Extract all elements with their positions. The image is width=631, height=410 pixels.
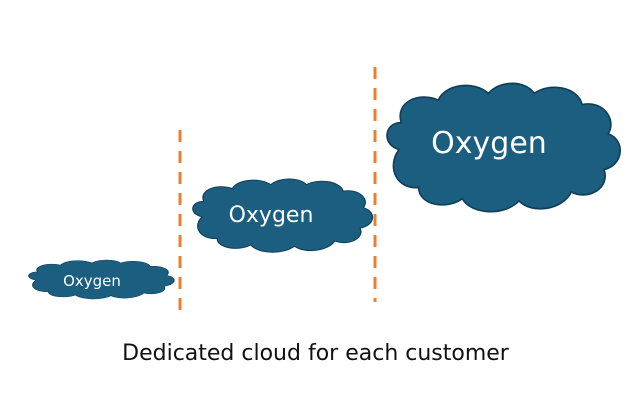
cloud-medium-label: Oxygen [229,203,314,228]
diagram-caption: Dedicated cloud for each customer [122,341,509,366]
cloud-large-label: Oxygen [431,126,547,161]
cloud-small-label: Oxygen [63,272,121,290]
